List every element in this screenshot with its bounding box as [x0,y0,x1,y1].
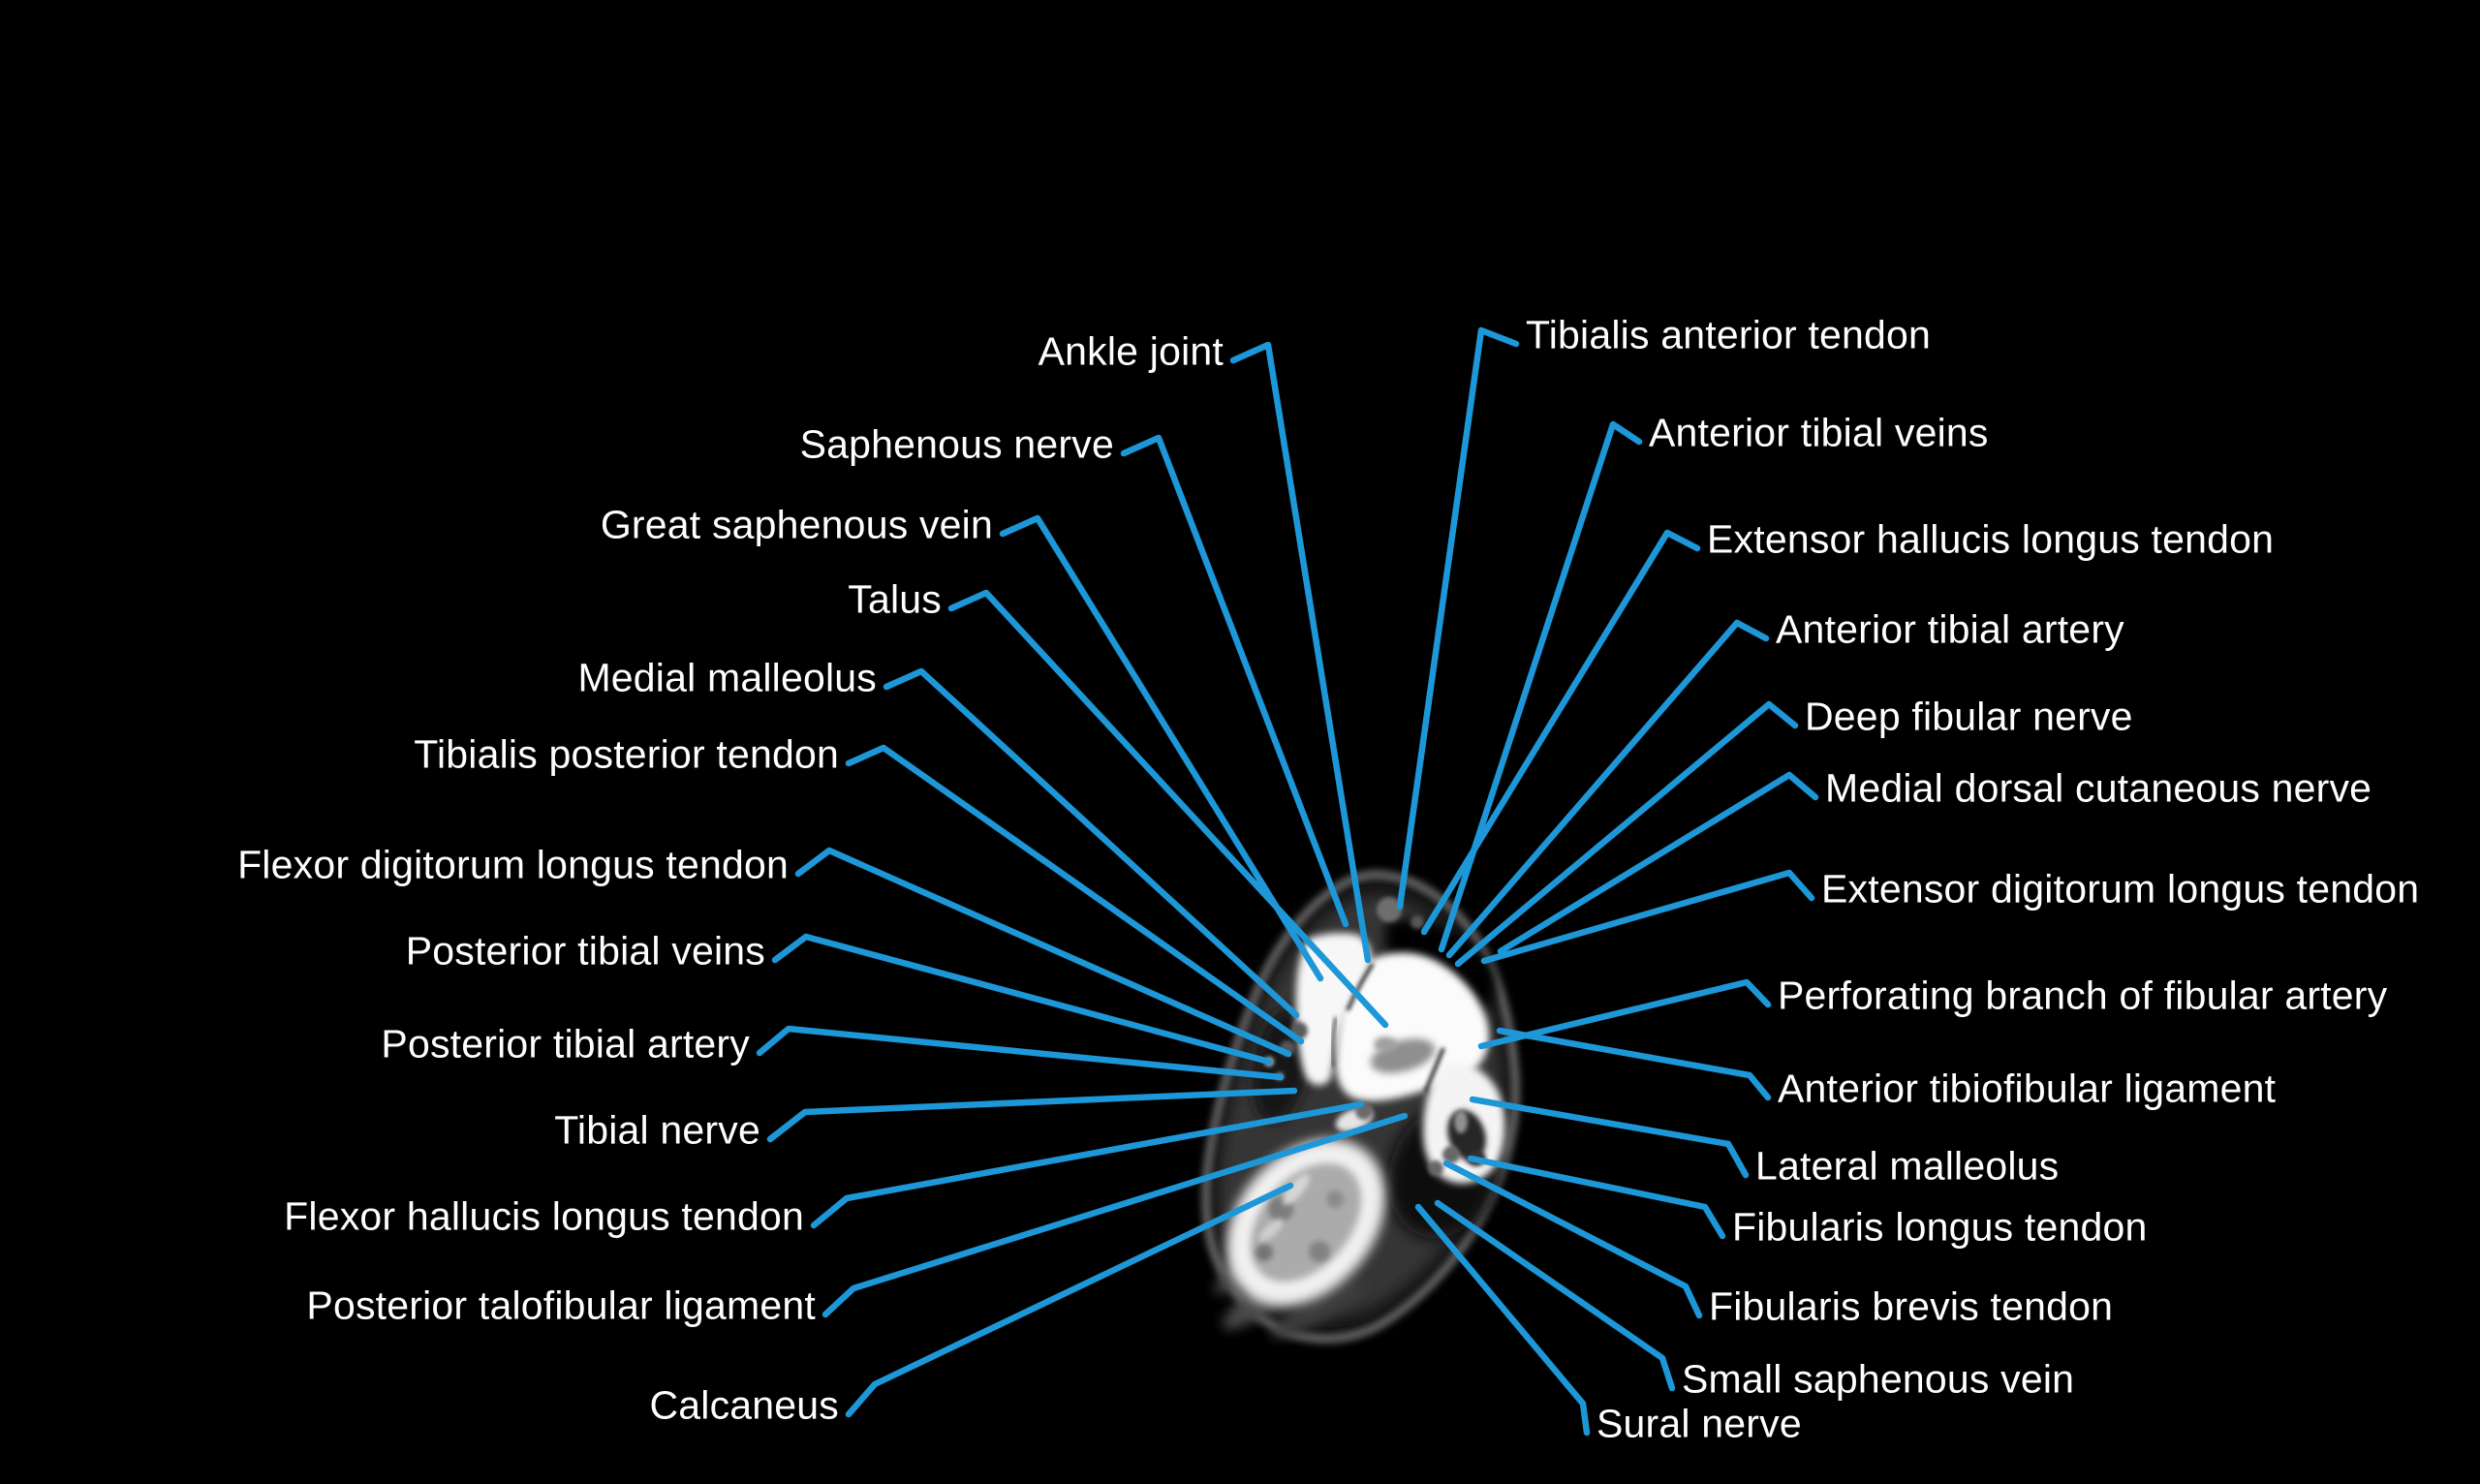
leader-line-tibial-nerve [766,1087,1298,1143]
talofibular-joint-line [1423,1047,1445,1094]
leader-line-anterior-tibiofibular-ligament [1496,1027,1772,1101]
calcaneus-bright-streak [1283,1174,1310,1205]
leader-lines-group [756,326,1819,1437]
medial-malleolus-talus-gap [1330,1016,1338,1068]
leader-line-great-saphenous-vein [999,514,1324,982]
leader-line-calcaneus [845,1182,1294,1418]
leader-line-saphenous-nerve [1120,434,1349,928]
leader-line-sural-nerve [1414,1203,1591,1437]
leader-line-medial-dorsal-cutaneous-nerve [1497,771,1819,955]
leader-line-posterior-tibial-veins [771,933,1273,1066]
leader-line-talus [947,589,1389,1029]
fibula-marrow-streak [1454,1110,1468,1133]
calcaneus-mottle [1309,1241,1330,1262]
leader-line-medial-malleolus [883,667,1300,1019]
leader-line-extensor-hallucis-longus-tendon [1420,529,1701,936]
heel-pad-streak [1270,1281,1365,1339]
leader-line-extensor-digitorum-longus-tendon [1480,869,1815,965]
leader-line-ankle-joint [1229,341,1372,964]
leader-line-tibialis-anterior-tendon [1396,326,1520,911]
calcaneus-mottle [1256,1244,1273,1261]
leader-line-lateral-malleolus [1469,1096,1750,1179]
leader-line-flexor-hallucis-longus-tendon [810,1100,1365,1229]
leader-line-perforating-branch-fibular-artery [1477,978,1772,1050]
fibularis-longus-tendon-dot [1442,1146,1460,1163]
leader-line-posterior-tibial-artery [756,1025,1285,1081]
tibialis-anterior-tendon-dot [1377,897,1402,922]
leader-line-deep-fibular-nerve [1454,700,1799,968]
talus-gray-patch [1374,1036,1397,1052]
leader-line-posterior-talofibular-ligament [822,1112,1409,1318]
tibiotalar-joint-line [1346,962,1375,1011]
leader-line-small-saphenous-vein [1434,1199,1676,1392]
leader-line-anterior-tibial-artery [1445,619,1770,959]
fibularis-brevis-tendon-dot [1428,1160,1443,1176]
extensor-hallucis-tendon-dot [1410,915,1424,929]
calcaneus-mottle [1326,1190,1344,1208]
leader-line-flexor-digitorum-longus-tendon [794,847,1292,1058]
leader-line-fibularis-brevis-tendon [1442,1159,1703,1319]
calcaneus-bright-streak [1258,1219,1284,1242]
leader-line-tibialis-posterior-tendon [845,744,1305,1045]
ct-axial-ankle-image [1194,874,1517,1346]
leader-line-anterior-tibial-veins [1438,420,1643,953]
leader-line-fibularis-longus-tendon [1467,1155,1726,1240]
